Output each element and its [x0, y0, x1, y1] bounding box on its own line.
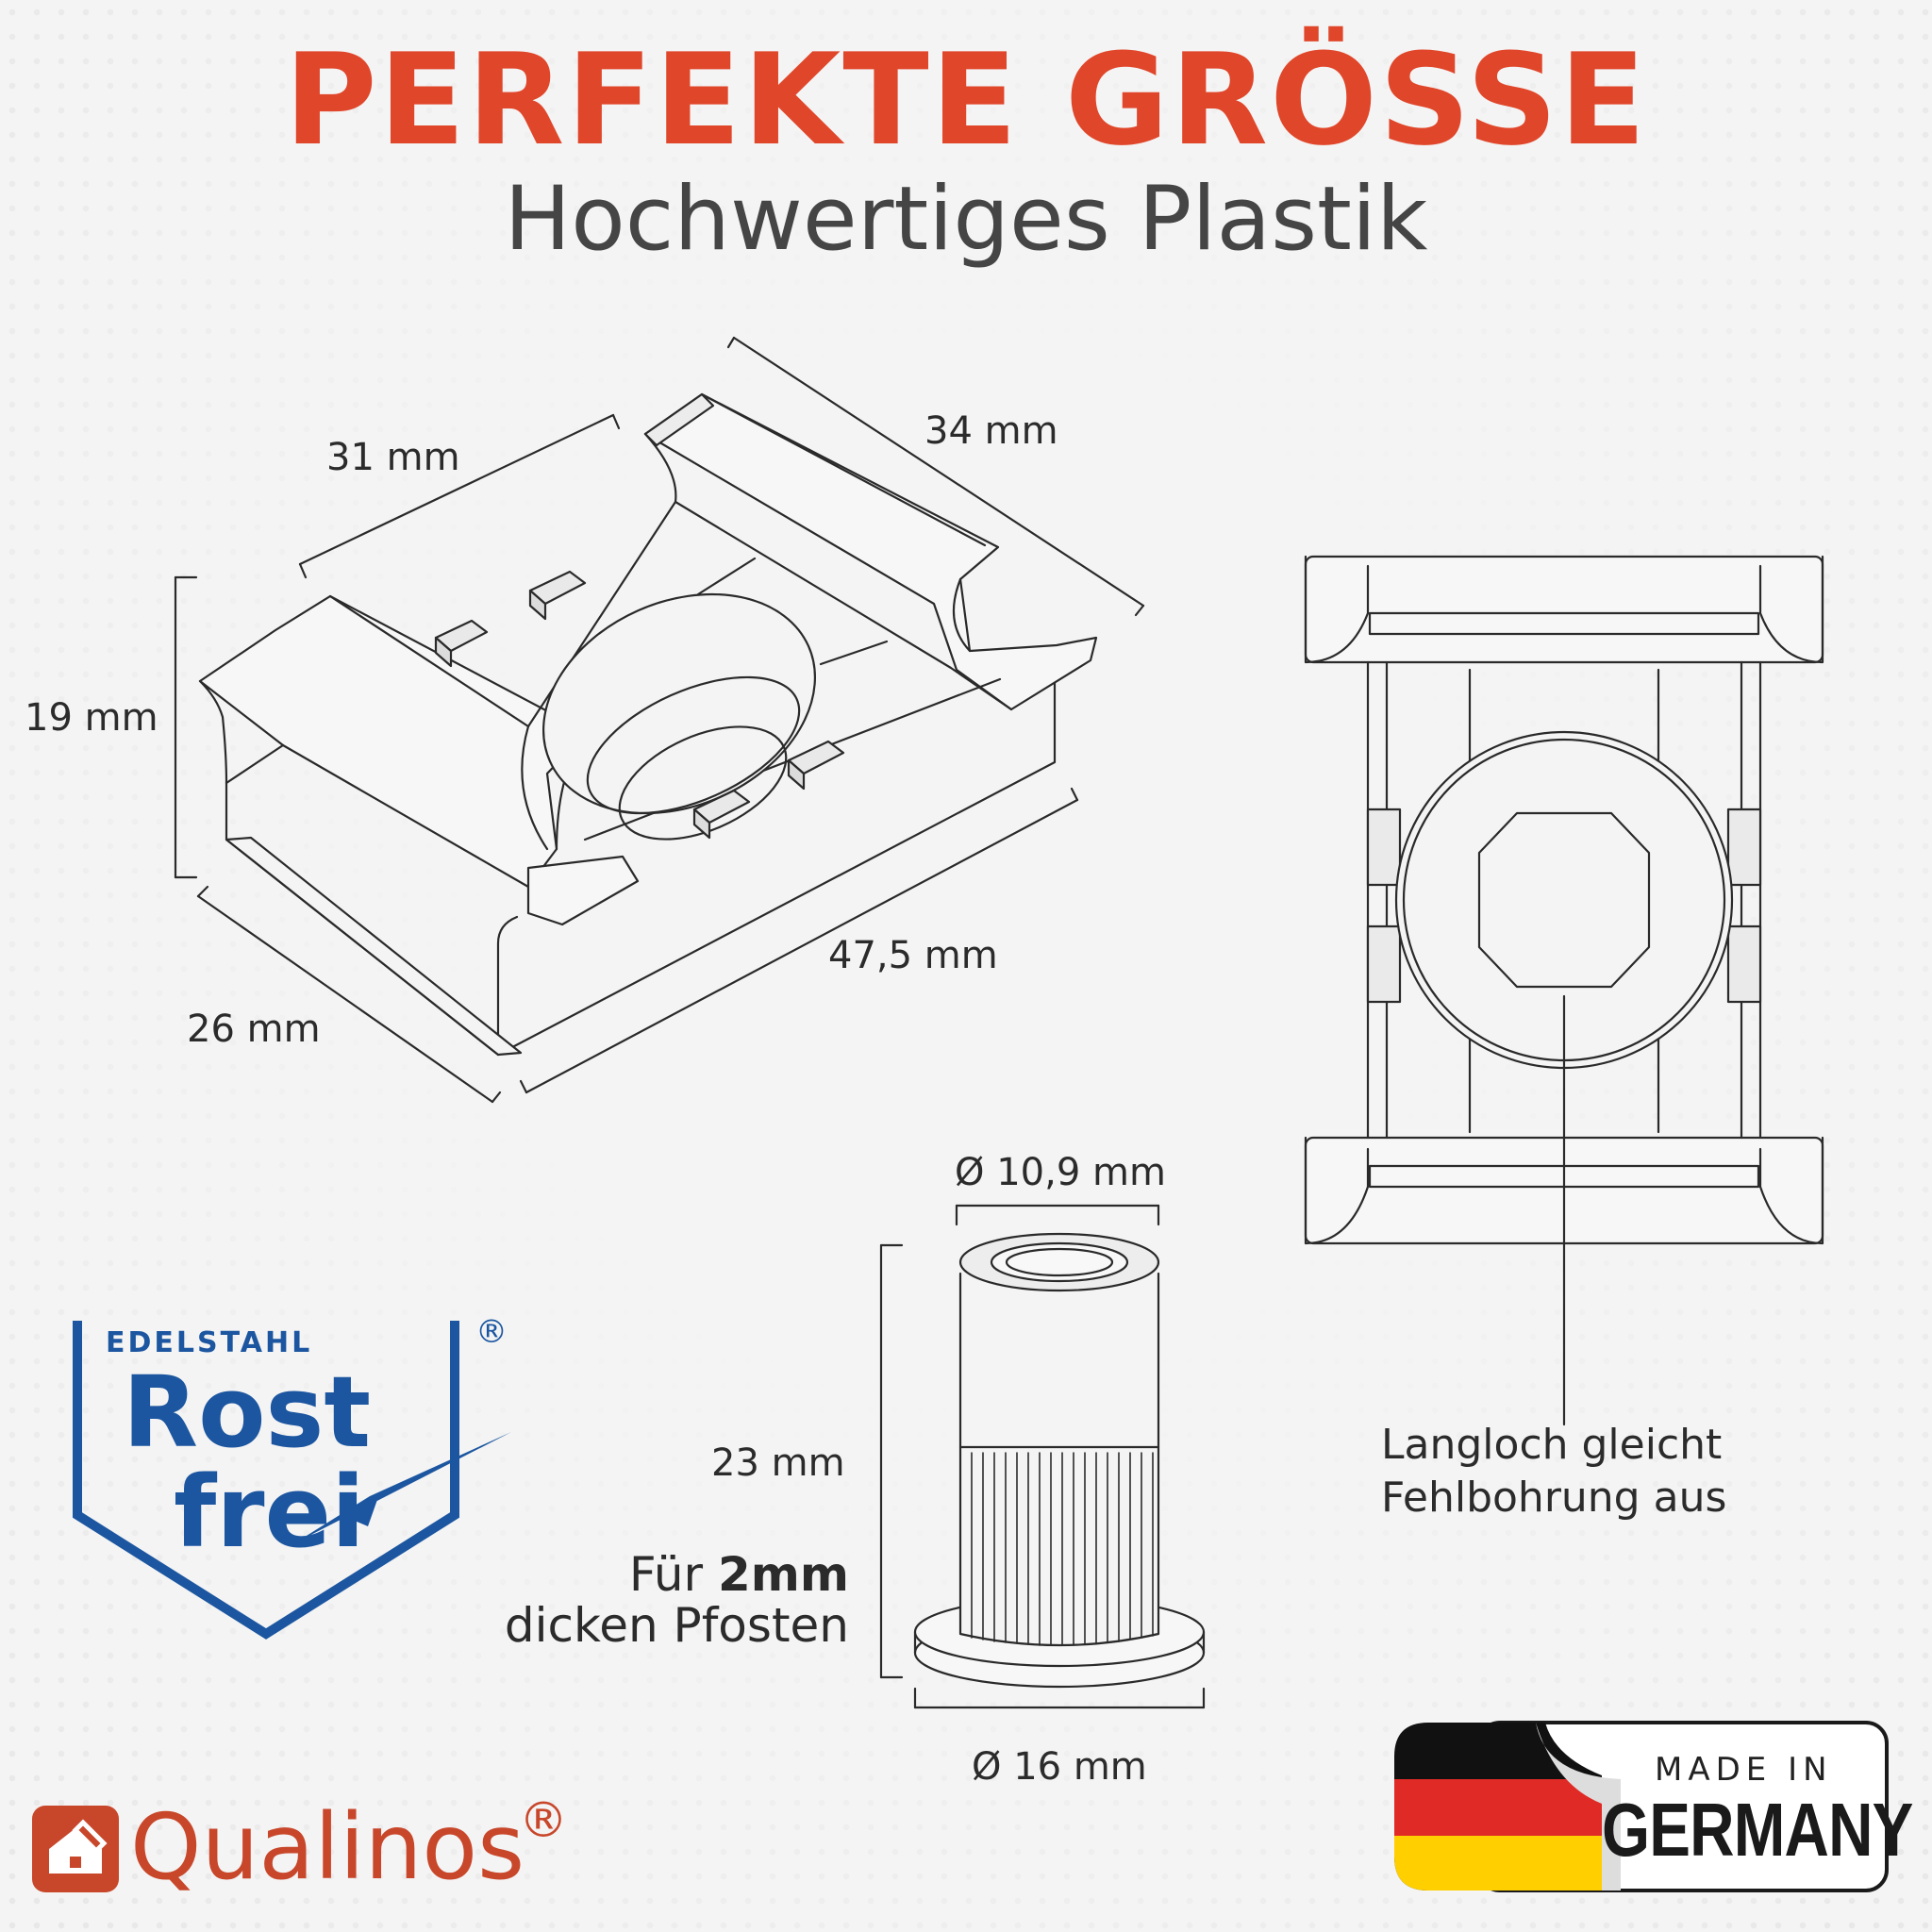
dim-height: 19 mm	[25, 696, 158, 740]
post-note-suffix: dicken Pfosten	[504, 1598, 849, 1653]
brand-name: Qualinos	[130, 1794, 525, 1900]
headline: PERFEKTE GRÖSSE	[284, 26, 1648, 174]
brand-logo: Qualinos ®	[28, 1792, 594, 1906]
made-in-germany-badge: MADE IN GERMANY	[1385, 1719, 1913, 1894]
brand-registered: ®	[519, 1792, 568, 1849]
slot-note-line2: Fehlbohrung aus	[1381, 1474, 1727, 1522]
badge-line2: frei	[174, 1455, 365, 1570]
badge-registered: ®	[475, 1313, 508, 1351]
dim-nut-inner-diameter: Ø 10,9 mm	[955, 1151, 1166, 1194]
dim-depth: 26 mm	[187, 1008, 321, 1051]
dim-nut-height: 23 mm	[711, 1441, 845, 1485]
clamp-isometric-drawing	[174, 336, 1145, 1104]
dim-top-width: 31 mm	[326, 436, 460, 479]
shield-icon	[73, 1321, 511, 1640]
rivet-nut-drawing	[879, 1204, 1206, 1709]
post-note: Für 2mm dicken Pfosten	[505, 1549, 849, 1651]
dim-nut-flange-diameter: Ø 16 mm	[972, 1745, 1147, 1789]
post-note-prefix: Für	[628, 1547, 718, 1602]
made-in-text: MADE IN	[1655, 1751, 1833, 1789]
badge-line1: Rost	[123, 1355, 372, 1470]
german-flag-icon	[1394, 1721, 1889, 1892]
slot-note: Langloch gleicht Fehlbohrung aus	[1381, 1419, 1726, 1524]
slot-note-line1: Langloch gleicht	[1381, 1421, 1723, 1469]
house-wrench-icon	[32, 1806, 119, 1892]
clamp-top-view-drawing	[1304, 555, 1824, 1426]
dim-length: 47,5 mm	[828, 934, 998, 977]
germany-text: GERMANY	[1602, 1788, 1913, 1872]
post-note-bold: 2mm	[718, 1547, 849, 1602]
badge-top-text: EDELSTAHL	[106, 1326, 313, 1359]
subheadline: Hochwertiges Plastik	[504, 168, 1428, 271]
dim-top-length: 34 mm	[924, 409, 1058, 453]
rostfrei-badge: EDELSTAHL ® Rost frei	[68, 1307, 540, 1666]
